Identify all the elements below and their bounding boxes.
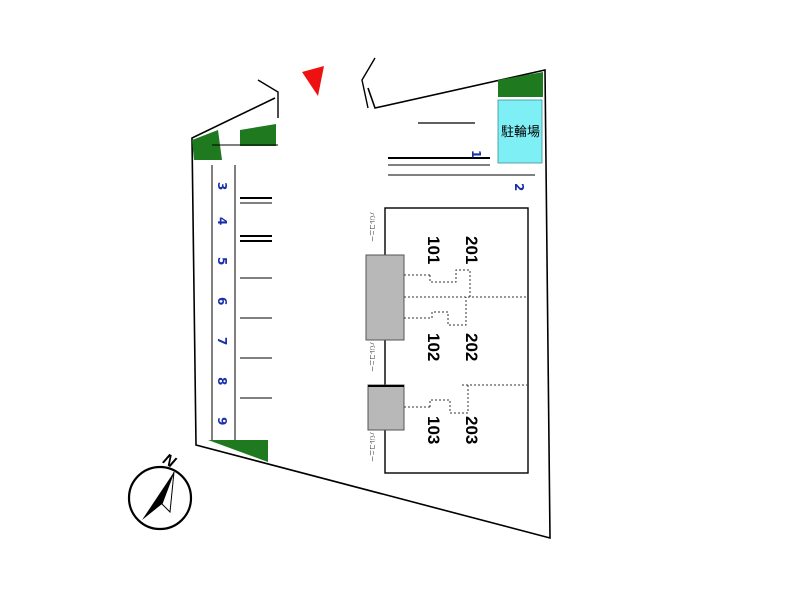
greenery-top-mid (240, 124, 276, 146)
balcony-label-1: バルコニー (368, 212, 375, 242)
balcony-block-lower (367, 384, 405, 431)
bike-parking-label: 駐輪場 (501, 124, 540, 140)
entrance-curb-left (257, 79, 279, 118)
greenery-bottom-left (208, 440, 268, 462)
parking-lines-right (388, 122, 535, 176)
site-boundary (191, 69, 551, 540)
compass-north-icon (127, 465, 193, 531)
greenery-top-left (192, 130, 222, 160)
parking-spot-8: 8 (215, 377, 229, 385)
unit-103: 103 (424, 416, 443, 444)
parking-lines-left (211, 144, 278, 440)
greenery-top-right (498, 72, 543, 97)
balcony-label-2: バルコニー (368, 342, 375, 372)
parking-spot-1: 1 (469, 150, 483, 158)
entrance-arrow-icon (302, 66, 324, 96)
balcony-block-upper (365, 254, 405, 341)
bike-parking-area (497, 99, 543, 164)
parking-spot-2: 2 (512, 183, 526, 191)
parking-spot-9: 9 (215, 417, 229, 425)
unit-201: 201 (462, 236, 481, 264)
parking-spot-7: 7 (215, 337, 229, 345)
unit-101: 101 (424, 236, 443, 264)
entrance-curb-right (361, 57, 376, 109)
interior-walls (404, 269, 527, 414)
unit-102: 102 (424, 333, 443, 361)
parking-spot-6: 6 (215, 297, 229, 305)
unit-203: 203 (462, 416, 481, 444)
parking-spot-4: 4 (215, 217, 229, 225)
unit-202: 202 (462, 333, 481, 361)
balcony-label-3: バルコニー (368, 432, 375, 462)
parking-spot-3: 3 (215, 182, 229, 190)
building-outline (384, 207, 529, 474)
parking-spot-5: 5 (215, 257, 229, 265)
